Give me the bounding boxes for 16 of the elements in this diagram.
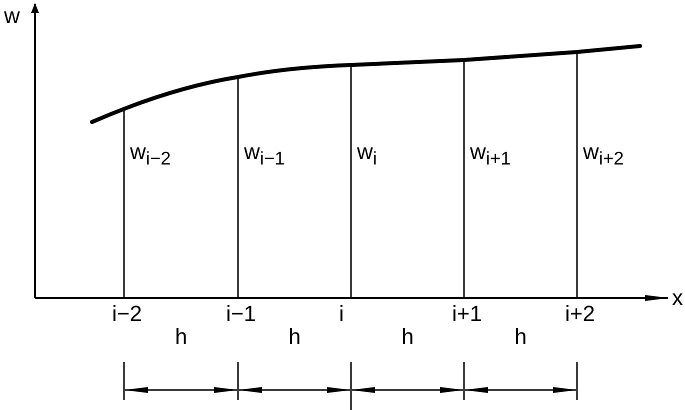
axis-label: w [4, 4, 20, 28]
ordinate-label: w$_{i−1}$ [244, 140, 285, 170]
ordinate-label: w$_{i+2}$ [583, 140, 624, 170]
tick-label: i [339, 302, 344, 326]
dimension-label: h [514, 325, 527, 349]
tick-label: i−2 [112, 302, 142, 326]
axis-label: x [672, 286, 683, 310]
ordinate-label: w$_{i}$ [357, 140, 377, 170]
dimension-label: h [402, 325, 414, 349]
tick-label: i−1 [226, 302, 256, 326]
ordinate-label: w$_{i−2}$ [130, 140, 171, 170]
tick-label: i+1 [452, 302, 482, 326]
ordinate-label: w$_{i+1}$ [470, 140, 511, 170]
dimension-label: h [175, 325, 188, 349]
tick-label: i+2 [565, 302, 595, 326]
dimension-label: h [288, 325, 301, 349]
